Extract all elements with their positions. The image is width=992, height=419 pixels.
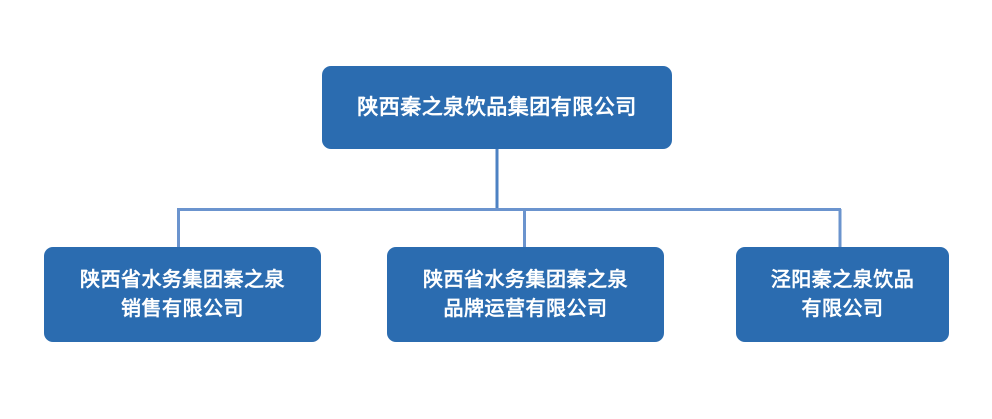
- org-node-root[interactable]: 陕西秦之泉饮品集团有限公司: [322, 66, 672, 149]
- org-node-child-2-label: 泾阳秦之泉饮品 有限公司: [770, 269, 915, 320]
- org-node-root-label: 陕西秦之泉饮品集团有限公司: [357, 95, 637, 119]
- org-node-child-0[interactable]: 陕西省水务集团秦之泉 销售有限公司: [44, 247, 321, 342]
- org-node-child-1[interactable]: 陕西省水务集团秦之泉 品牌运营有限公司: [387, 247, 664, 342]
- org-node-child-1-label: 陕西省水务集团秦之泉 品牌运营有限公司: [423, 269, 628, 320]
- org-node-child-2[interactable]: 泾阳秦之泉饮品 有限公司: [736, 247, 949, 342]
- org-node-child-0-label: 陕西省水务集团秦之泉 销售有限公司: [80, 269, 285, 320]
